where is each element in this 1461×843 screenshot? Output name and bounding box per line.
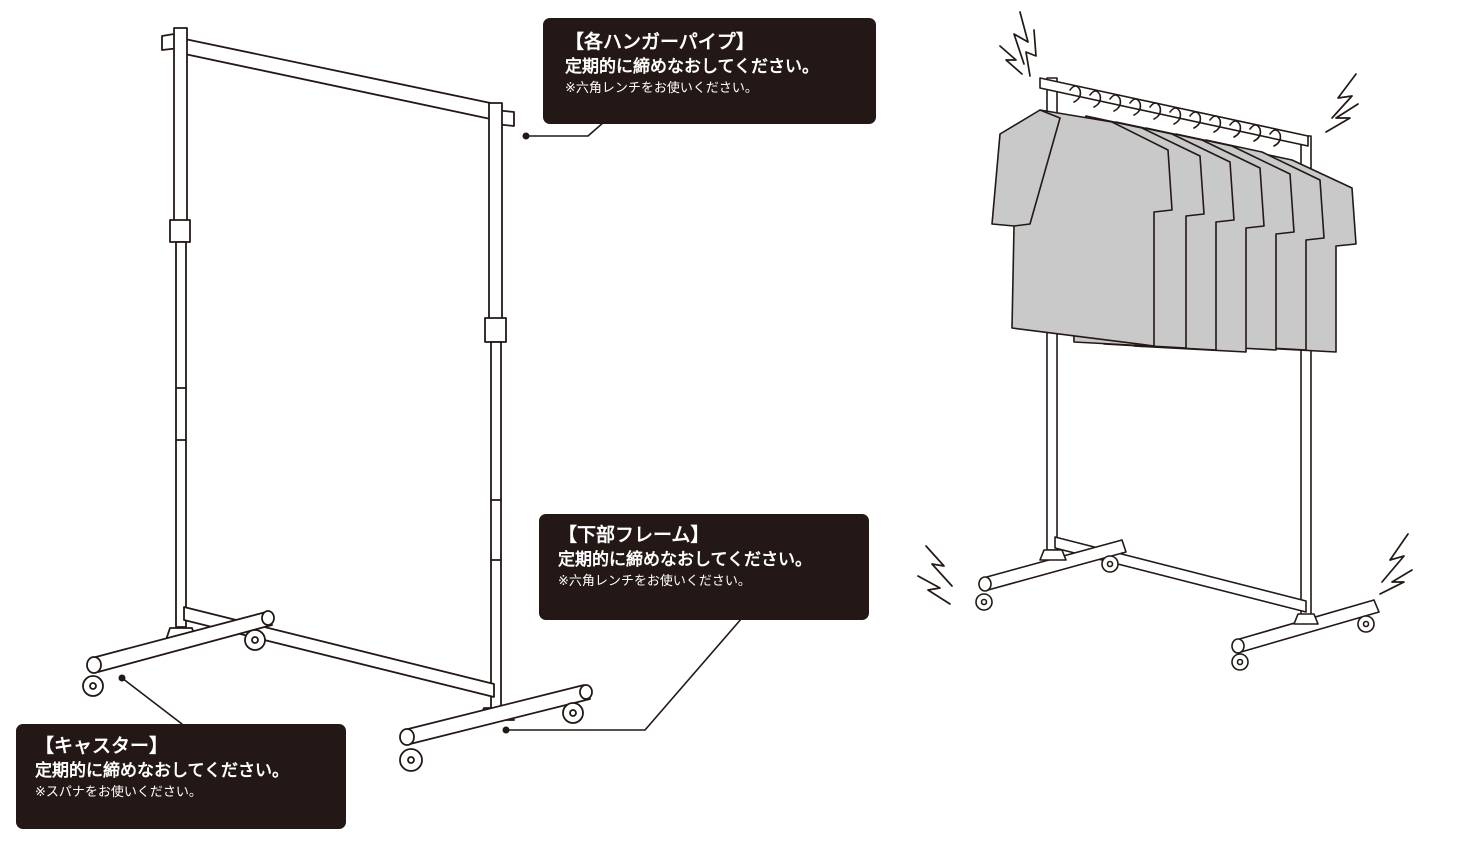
bottom-connecting-bar <box>183 606 495 698</box>
callout-note: ※六角レンチをお使いください。 <box>565 81 758 96</box>
caster-wheel-icon <box>1357 615 1375 633</box>
caster-wheel-icon <box>562 702 584 724</box>
caster-wheel-icon <box>975 593 993 611</box>
bottom-connecting-bar <box>1054 536 1307 613</box>
caster-wheel-icon <box>82 675 104 697</box>
caster-wheel-icon <box>244 629 266 651</box>
leader-line <box>121 677 183 725</box>
callout-title: 【各ハンガーパイプ】 <box>565 31 755 53</box>
leader-line-dot <box>502 726 510 734</box>
loaded-hanger-rack <box>975 77 1380 671</box>
callout-lower-frame: 【下部フレーム】 定期的に締めなおしてください。 ※六角レンチをお使いください。 <box>539 514 869 620</box>
shake-lightning-icon <box>1325 73 1359 133</box>
caster-wheel-icon <box>1231 653 1249 671</box>
shake-lightning-icon <box>999 11 1037 77</box>
callout-title: 【下部フレーム】 <box>558 524 710 546</box>
shake-lightning-icon <box>1379 533 1413 595</box>
caster-wheel-icon <box>399 748 423 772</box>
callout-instruction: 定期的に締めなおしてください。 <box>565 57 819 77</box>
left-base-foot <box>86 610 275 674</box>
leader-line-dot <box>118 674 126 682</box>
callout-instruction: 定期的に締めなおしてください。 <box>35 761 289 781</box>
caster-wheel-icon <box>1101 555 1119 573</box>
leader-line <box>525 121 605 137</box>
top-hanger-pipe <box>161 32 515 127</box>
callout-note: ※スパナをお使いください。 <box>35 785 202 800</box>
empty-hanger-rack <box>82 27 593 772</box>
right-upright-pole <box>477 102 515 721</box>
callout-note: ※六角レンチをお使いください。 <box>558 574 751 589</box>
callout-caster: 【キャスター】 定期的に締めなおしてください。 ※スパナをお使いください。 <box>16 724 346 829</box>
left-upright-pole <box>165 27 197 641</box>
right-base-foot <box>399 684 593 746</box>
hangers <box>1069 85 1282 147</box>
leader-line-dot <box>522 132 530 140</box>
callout-title: 【キャスター】 <box>35 735 169 757</box>
leader-line <box>505 617 743 731</box>
shake-lightning-icon <box>917 545 953 605</box>
shirts <box>991 109 1357 353</box>
callout-instruction: 定期的に締めなおしてください。 <box>558 550 812 570</box>
callout-hanger-pipe: 【各ハンガーパイプ】 定期的に締めなおしてください。 ※六角レンチをお使いくださ… <box>543 18 876 124</box>
